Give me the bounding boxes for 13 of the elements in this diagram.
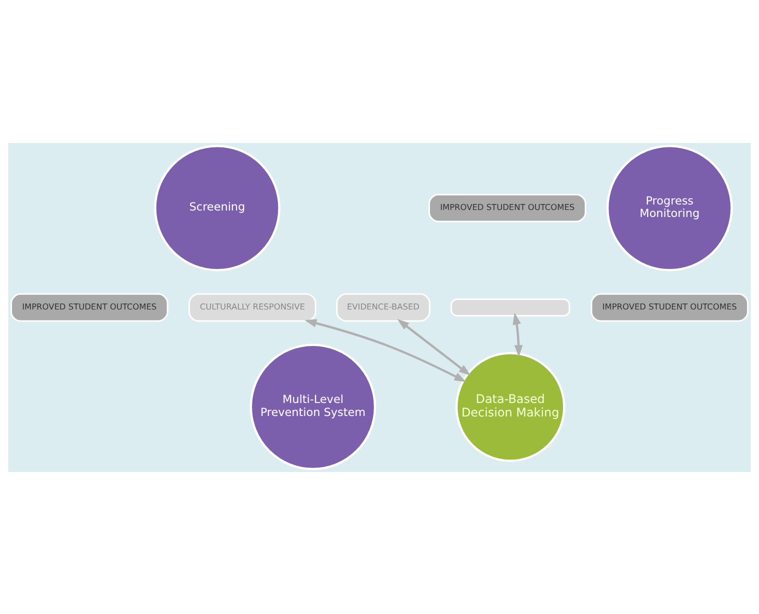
node-circle: Progress Monitoring bbox=[606, 144, 733, 271]
node-circle: Data-Based Decision Making bbox=[455, 351, 566, 462]
node-band bbox=[450, 298, 570, 316]
arrow bbox=[397, 318, 471, 376]
node-box: CULTURALLY RESPONSIVE bbox=[188, 292, 316, 322]
node-box: IMPROVED STUDENT OUTCOMES bbox=[590, 292, 748, 322]
node-box: EVIDENCE-BASED bbox=[336, 292, 430, 322]
node-circle: Screening bbox=[154, 144, 280, 271]
node-box: IMPROVED STUDENT OUTCOMES bbox=[10, 292, 168, 322]
arrow bbox=[512, 312, 523, 357]
node-circle: Multi-Level Prevention System bbox=[250, 343, 376, 470]
node-box: IMPROVED STUDENT OUTCOMES bbox=[428, 193, 586, 222]
arrow bbox=[304, 318, 466, 382]
